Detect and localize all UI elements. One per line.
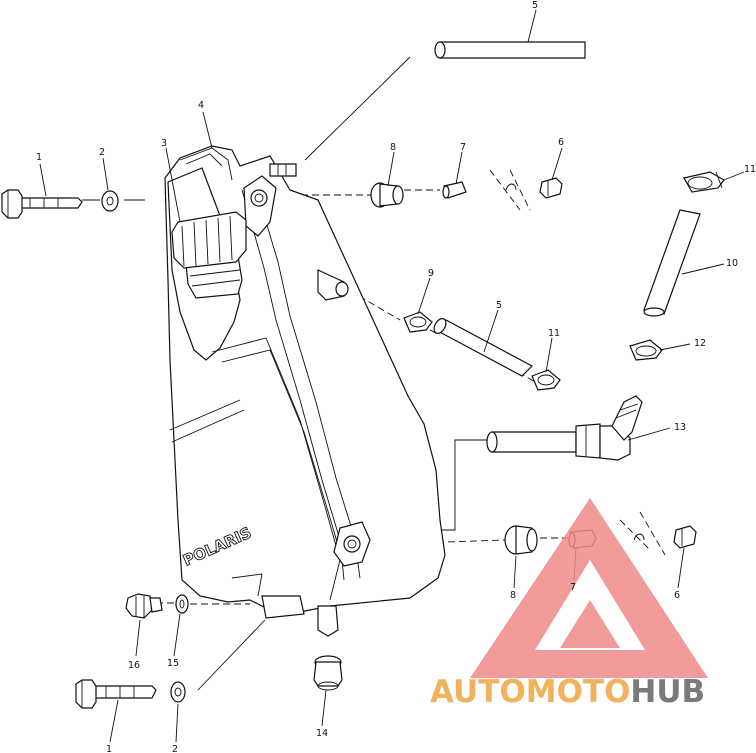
callout-10: 10 [726, 258, 738, 269]
clamp-12 [629, 339, 663, 361]
callout-8-bottom: 8 [510, 590, 516, 601]
callout-5-mid: 5 [496, 300, 502, 311]
watermark-auto: AUTO [430, 674, 526, 710]
callout-11-top: 11 [744, 164, 756, 175]
clamp-9 [403, 311, 433, 333]
washer-2-bottom [170, 681, 186, 703]
callout-3: 3 [161, 138, 167, 149]
callout-15: 15 [167, 658, 179, 669]
nut-6-bottom [673, 525, 697, 549]
hose-5-top [434, 41, 586, 59]
watermark-moto: MOTO [526, 674, 631, 710]
watermark-triangle [470, 498, 708, 678]
callout-9: 9 [428, 268, 434, 279]
callout-16: 16 [128, 660, 140, 671]
watermark-logo [470, 498, 708, 678]
filler-cap [171, 211, 247, 299]
fitting-7-top [442, 181, 467, 199]
callout-6-top: 6 [558, 137, 564, 148]
callout-labels: 1 2 3 4 5 8 7 6 11 10 9 5 11 12 13 8 7 6… [36, 0, 756, 753]
watermark-text: AUTOMOTOHUB [430, 674, 705, 710]
bolt-1-top [1, 189, 83, 219]
callout-2-top: 2 [99, 147, 105, 158]
callout-8-top: 8 [390, 142, 396, 153]
callout-1-bottom: 1 [106, 744, 112, 753]
nut-6-top [539, 177, 563, 199]
clamp-11-mid [531, 369, 561, 391]
grommet-14 [313, 655, 343, 691]
callout-4: 4 [198, 100, 204, 111]
watermark-hub: HUB [630, 674, 705, 710]
clamp-11-top [683, 171, 725, 193]
bolt-16 [125, 593, 163, 619]
grommet-8-top [370, 182, 404, 208]
clip-bottom [633, 533, 645, 541]
callout-7-top: 7 [460, 142, 466, 153]
bolt-1-bottom [75, 679, 157, 709]
washer-15 [175, 594, 189, 614]
callout-14: 14 [316, 728, 328, 739]
clip-top [505, 183, 517, 191]
callout-1-top: 1 [36, 152, 42, 163]
grommet-8-bottom [504, 525, 538, 555]
callout-leaders [39, 9, 745, 743]
callout-13: 13 [674, 422, 686, 433]
callout-12: 12 [694, 338, 706, 349]
callout-5-top: 5 [532, 0, 538, 11]
hose-5-mid [433, 318, 533, 377]
callout-11-mid: 11 [548, 328, 560, 339]
callout-6-bottom: 6 [674, 590, 680, 601]
washer-2-top [101, 190, 119, 212]
callout-2-bottom: 2 [172, 744, 178, 753]
hose-10 [643, 209, 701, 317]
callout-7-bottom: 7 [570, 582, 576, 593]
elbow-fitting-13 [486, 395, 643, 461]
